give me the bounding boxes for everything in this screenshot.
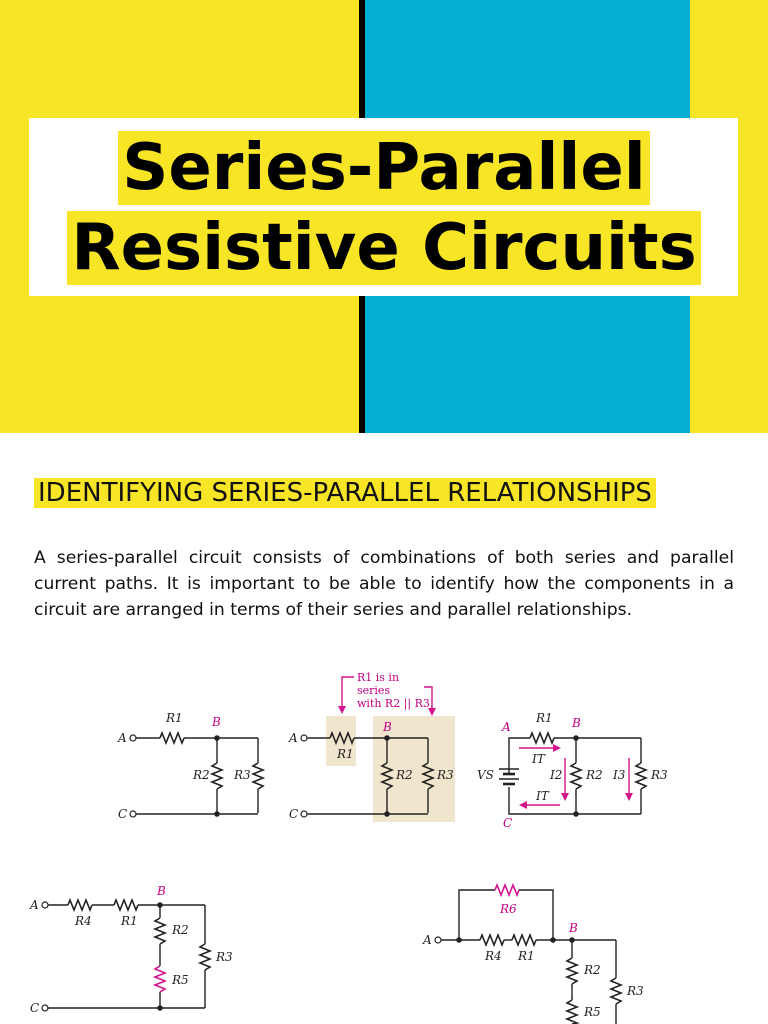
node-a-label: A <box>288 731 298 745</box>
resistor-r2 <box>564 957 580 985</box>
r4-label: R4 <box>484 949 502 963</box>
section-heading: IDENTIFYING SERIES-PARALLEL RELATIONSHIP… <box>34 478 656 508</box>
node-c-label: C <box>503 816 512 830</box>
it-bottom-label: IT <box>535 789 550 803</box>
r2-label: R2 <box>585 768 603 782</box>
page-title-line-1: Series-Parallel <box>0 131 768 205</box>
resistor-r1 <box>159 730 185 746</box>
circuit-figure-5: A R6 R4 R1 B R2 R5 R3 <box>422 882 644 1024</box>
r2-label: R2 <box>192 768 210 782</box>
note-line-2: series <box>357 684 390 697</box>
resistor-r3 <box>250 762 266 790</box>
note-line-1: R1 is in <box>357 671 399 684</box>
r1-label: R1 <box>336 747 354 761</box>
resistor-r2 <box>379 762 395 790</box>
resistor-r5 <box>564 999 580 1024</box>
i2-label: I2 <box>549 768 562 782</box>
r2-label: R2 <box>171 923 189 937</box>
circuit-figure-4: A R4 R1 B R2 R5 R3 C <box>29 884 233 1015</box>
source-label: VS <box>477 768 494 782</box>
i3-label: I3 <box>612 768 626 782</box>
node-b-label: B <box>382 720 392 734</box>
note-line-3: with R2 || R3. <box>357 697 433 711</box>
node-a-label: A <box>117 731 127 745</box>
node-a-label: A <box>501 720 511 734</box>
r2-label: R2 <box>583 963 601 977</box>
node-a-label: A <box>422 933 432 947</box>
circuit-figure-2: R1 is in series with R2 || R3. A R1 B R2… <box>288 671 455 822</box>
r5-label: R5 <box>583 1005 601 1019</box>
circuit-figure-3: A R1 B VS C R2 R3 IT I2 I3 <box>477 711 668 830</box>
resistor-r1 <box>511 932 537 948</box>
it-top-label: IT <box>531 752 546 766</box>
resistor-r3 <box>633 762 649 790</box>
body-paragraph: A series-parallel circuit consists of co… <box>34 548 734 620</box>
r3-label: R3 <box>233 768 251 782</box>
node-b-label: B <box>211 715 221 729</box>
resistor-r4 <box>479 932 505 948</box>
resistor-r6 <box>494 882 520 898</box>
node-c-label: C <box>289 807 298 821</box>
r3-label: R3 <box>650 768 668 782</box>
resistor-r2 <box>568 762 584 790</box>
r1-label: R1 <box>165 711 183 725</box>
r1-label: R1 <box>535 711 553 725</box>
page-title-line-2: Resistive Circuits <box>0 211 768 285</box>
node-b-label: B <box>156 884 166 898</box>
resistor-r3 <box>608 977 624 1005</box>
r3-label: R3 <box>215 950 233 964</box>
r2-label: R2 <box>395 768 413 782</box>
parallel-highlight-box <box>373 716 455 822</box>
node-c-label: C <box>118 807 127 821</box>
resistor-r3 <box>197 943 213 971</box>
r5-label: R5 <box>171 973 189 987</box>
node-c-label: C <box>30 1001 39 1015</box>
resistor-r3 <box>420 762 436 790</box>
note-arrow-right <box>424 686 433 712</box>
r4-label: R4 <box>74 914 92 928</box>
resistor-r1 <box>329 730 355 746</box>
battery-icon <box>499 768 519 786</box>
r1-label: R1 <box>517 949 535 963</box>
node-b-label: B <box>571 716 581 730</box>
r1-highlight-box <box>326 716 356 766</box>
resistor-r1 <box>113 897 139 913</box>
r3-label: R3 <box>436 768 454 782</box>
r3-label: R3 <box>626 984 644 998</box>
title-banner: Series-Parallel Resistive Circuits <box>0 0 768 433</box>
resistor-r4 <box>67 897 93 913</box>
r6-label: R6 <box>499 902 517 916</box>
node-b-label: B <box>568 921 578 935</box>
resistor-r2 <box>152 917 168 945</box>
note-arrow-left <box>341 676 354 710</box>
resistor-r2 <box>209 762 225 790</box>
node-a-label: A <box>29 898 39 912</box>
resistor-r5 <box>152 965 168 993</box>
circuit-figure-1: A R1 B R2 R3 C <box>117 711 266 821</box>
resistor-r1 <box>529 730 555 746</box>
r1-label: R1 <box>120 914 138 928</box>
